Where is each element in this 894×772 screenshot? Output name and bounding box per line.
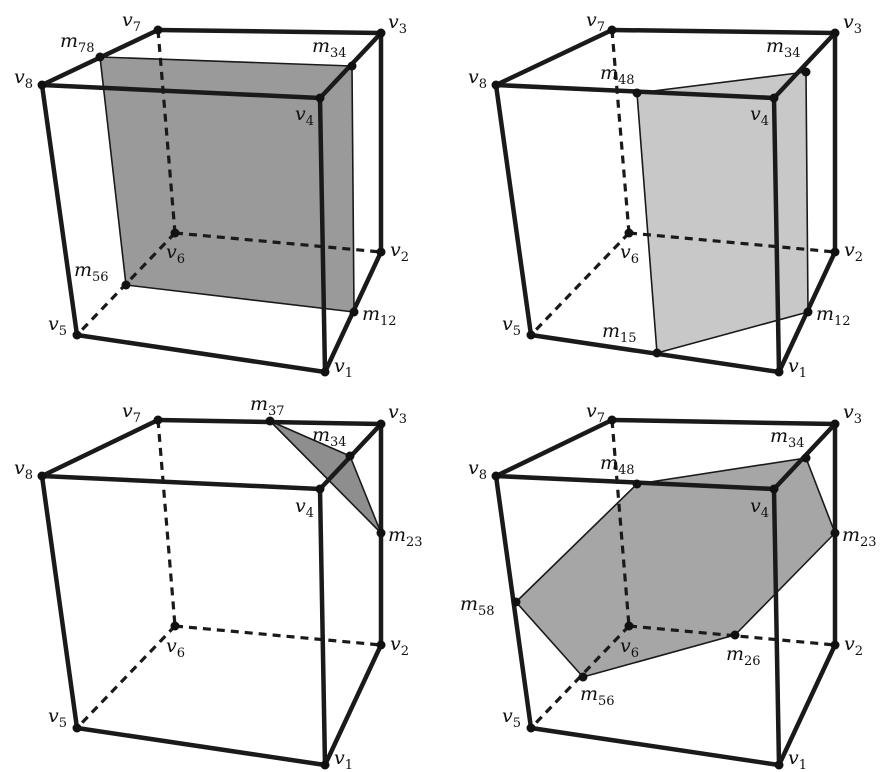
label-m34: m34 (770, 425, 805, 451)
hidden-edges (529, 29, 836, 337)
vertices (37, 415, 386, 770)
label-m34: m34 (312, 35, 347, 61)
label-m12: m12 (816, 303, 851, 329)
vertices (37, 25, 386, 377)
label-v1: v1 (788, 355, 807, 381)
label-m56: m56 (580, 683, 615, 709)
cross-section-polygon (636, 71, 809, 354)
labels: v7 v3 m34 v8 m48 v4 v6 v2 v5 m15 m12 v1 (468, 9, 863, 381)
label-m78: m78 (60, 30, 95, 56)
label-m56: m56 (74, 259, 109, 285)
label-v8: v8 (468, 66, 487, 92)
panel-bottom-left: v7 m37 v3 m34 v8 v4 m23 v6 v2 v5 v1 (14, 393, 423, 772)
label-v8: v8 (14, 66, 33, 92)
panel-bottom-right: v7 v3 m34 v8 m48 v4 m23 m58 v6 m26 v2 m5… (460, 400, 877, 772)
label-v3: v3 (388, 11, 407, 37)
labels: v7 v3 m34 v8 m48 v4 m23 m58 v6 m26 v2 m5… (460, 400, 877, 772)
label-m23: m23 (842, 524, 877, 550)
label-v3: v3 (843, 11, 862, 37)
vertices (491, 25, 840, 377)
label-v7: v7 (586, 9, 605, 35)
label-v7: v7 (122, 400, 141, 426)
label-v4: v4 (295, 495, 314, 521)
label-v7: v7 (122, 9, 141, 35)
label-m58: m58 (460, 593, 495, 619)
label-v1: v1 (788, 747, 807, 772)
label-v4: v4 (295, 103, 314, 129)
label-v5: v5 (502, 705, 521, 731)
label-v3: v3 (843, 401, 862, 427)
label-v8: v8 (14, 457, 33, 483)
label-v1: v1 (334, 747, 353, 772)
label-v4: v4 (750, 103, 769, 129)
label-v4: v4 (750, 495, 769, 521)
label-v2: v2 (390, 239, 409, 265)
label-v3: v3 (388, 401, 407, 427)
label-v2: v2 (844, 239, 863, 265)
labels: v7 v3 m78 m34 v8 v4 v6 v2 m56 m12 v5 v1 (14, 9, 409, 381)
label-v6: v6 (620, 635, 639, 661)
cross-section-polygon (515, 457, 836, 678)
label-m48: m48 (600, 62, 635, 88)
labels: v7 m37 v3 m34 v8 v4 m23 v6 v2 v5 v1 (14, 393, 423, 772)
cross-section-polygon (269, 420, 382, 534)
label-v5: v5 (48, 313, 67, 339)
label-m48: m48 (600, 452, 635, 478)
label-v2: v2 (844, 633, 863, 659)
panel-top-right: v7 v3 m34 v8 m48 v4 v6 v2 v5 m15 m12 v1 (468, 9, 863, 381)
label-m37: m37 (250, 393, 285, 419)
label-v6: v6 (166, 635, 185, 661)
label-v1: v1 (334, 355, 353, 381)
label-v5: v5 (502, 313, 521, 339)
label-v6: v6 (620, 241, 639, 267)
label-m23: m23 (388, 524, 423, 550)
label-m34: m34 (312, 424, 347, 450)
label-m15: m15 (602, 320, 637, 346)
panel-top-left: v7 v3 m78 m34 v8 v4 v6 v2 m56 m12 v5 v1 (14, 9, 409, 381)
label-v2: v2 (390, 633, 409, 659)
label-m34: m34 (766, 35, 801, 61)
label-m26: m26 (726, 643, 761, 669)
hidden-edges (75, 419, 382, 730)
vertices (491, 415, 840, 770)
label-v5: v5 (48, 705, 67, 731)
label-v6: v6 (166, 241, 185, 267)
label-m12: m12 (362, 303, 397, 329)
label-v7: v7 (586, 400, 605, 426)
label-v8: v8 (468, 457, 487, 483)
